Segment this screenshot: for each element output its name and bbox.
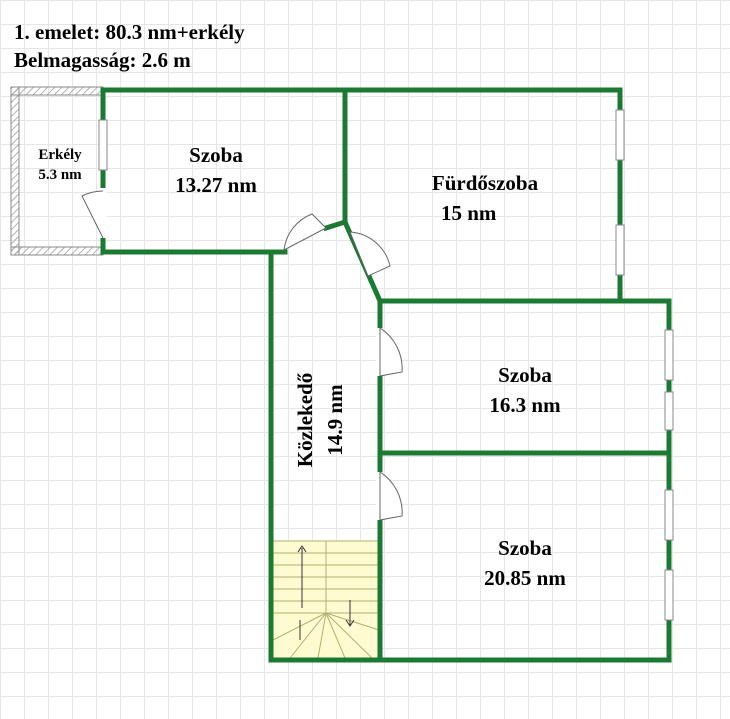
window-room3-2 — [664, 569, 674, 621]
room-area: 5.3 nm — [38, 167, 82, 183]
window-balcony — [98, 119, 108, 171]
room-name: Fürdőszoba — [431, 171, 539, 195]
windows — [98, 109, 674, 621]
door-room2 — [376, 327, 403, 377]
room-label-balcony: Erkély 5.3 nm — [24, 145, 96, 185]
room-area: 13.27 nm — [175, 173, 257, 197]
ceiling-height: Belmagasság: 2.6 m — [14, 48, 191, 72]
room-name: Szoba — [498, 363, 552, 387]
plan-header: 1. emelet: 80.3 nm+erkély Belmagasság: 2… — [14, 18, 245, 74]
window-room2-2 — [664, 391, 674, 431]
room-name: Szoba — [189, 143, 243, 167]
room-label-szoba-1: Szoba 13.27 nm — [150, 140, 282, 200]
room-area: 14.9 nm — [323, 384, 347, 456]
door-bathroom — [349, 231, 391, 277]
window-bathroom-1 — [615, 109, 625, 161]
room-label-szoba-3: Szoba 20.85 nm — [460, 533, 590, 593]
floor-area-title: 1. emelet: 80.3 nm+erkély — [14, 20, 245, 44]
room-name: Erkély — [38, 147, 82, 163]
room-label-szoba-2: Szoba 16.3 nm — [460, 360, 590, 420]
door-room3 — [376, 471, 403, 521]
room-area: 20.85 nm — [484, 566, 566, 590]
room-label-bathroom: Fürdőszoba 15 nm — [405, 168, 565, 228]
room-name: Közlekedő — [293, 372, 317, 468]
window-bathroom-2 — [615, 224, 625, 276]
room-area: 15 nm — [441, 201, 497, 225]
room-name: Szoba — [498, 536, 552, 560]
staircase — [272, 540, 380, 659]
door-room1 — [283, 213, 327, 251]
room-label-corridor: Közlekedő 14.9 nm — [290, 340, 350, 500]
room-area: 16.3 nm — [489, 393, 561, 417]
window-room2-1 — [664, 329, 674, 381]
doors — [81, 188, 403, 521]
door-balcony — [81, 188, 107, 239]
window-room3-1 — [664, 489, 674, 541]
